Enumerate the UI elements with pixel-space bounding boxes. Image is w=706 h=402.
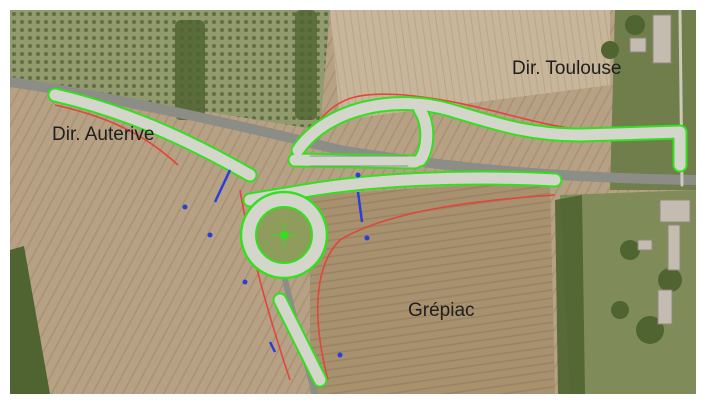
label-grepiac: Grépiac [408, 300, 475, 321]
label-toulouse: Dir. Toulouse [512, 58, 622, 79]
planned-roads [47, 87, 688, 388]
roundabout [239, 190, 329, 280]
section-markers [213, 169, 364, 353]
buildings-layer [629, 14, 691, 325]
survey-points [182, 172, 370, 358]
aerial-map [10, 10, 696, 394]
vegetation-layer [10, 10, 682, 394]
label-auterive: Dir. Auterive [52, 124, 155, 145]
